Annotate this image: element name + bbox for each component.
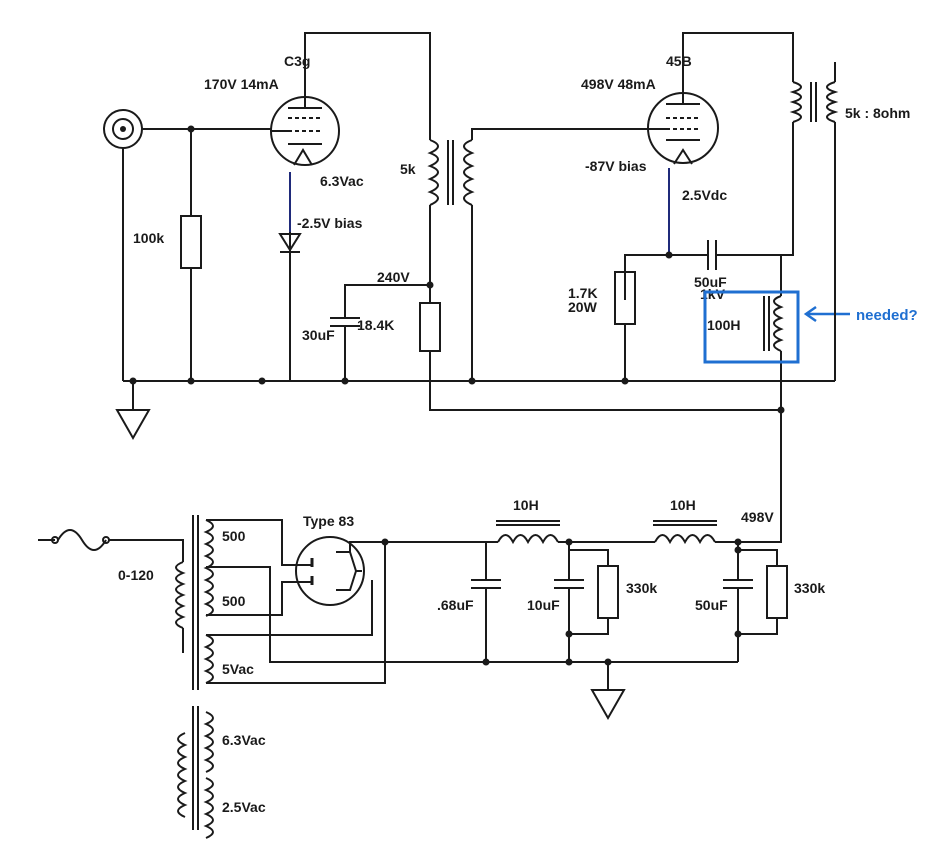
- b-plus-label: 498V: [741, 509, 774, 525]
- interstage-transformer: [427, 128, 652, 381]
- choke-100h-label: 100H: [707, 317, 740, 333]
- rectifier-label: Type 83: [303, 513, 354, 529]
- interstage-label: 5k: [400, 161, 416, 177]
- filter-choke-1: [496, 520, 560, 545]
- highlight-box: [703, 290, 800, 364]
- decoupling-cap-label: 30uF: [302, 327, 335, 343]
- cathode-capacitor: [707, 122, 794, 270]
- cathode-cap-label-1: 50uF: [694, 274, 727, 290]
- bleeder-resistor-2: [738, 549, 788, 635]
- b-node-label: 240V: [377, 269, 410, 285]
- filter-cap-3-label: 50uF: [695, 597, 728, 613]
- c3g-plate-wire: [304, 32, 431, 140]
- c3g-bias-label: -2.5V bias: [297, 215, 363, 231]
- filament-25-label: 2.5Vac: [222, 799, 266, 815]
- filament-transformer: [177, 706, 214, 839]
- ground-symbol-top: [115, 381, 151, 441]
- output-transformer-label: 5k : 8ohm: [845, 105, 910, 121]
- cathode-resistor-label-1: 1.7K: [568, 285, 598, 301]
- annotation-label: needed?: [856, 307, 918, 324]
- filter-cap-2-label: 10uF: [527, 597, 560, 613]
- bleeder-2-label: 330k: [794, 580, 825, 596]
- filter-cap-1: [471, 542, 501, 662]
- 45b-tube: [647, 92, 719, 165]
- bias-diode: [278, 233, 302, 253]
- primary-label: 0-120: [118, 567, 154, 583]
- power-transformer: [175, 515, 214, 690]
- filter-cap-2: [554, 542, 584, 662]
- filter-cap-1-label: .68uF: [437, 597, 474, 613]
- 45b-tube-label: 45B: [666, 53, 692, 69]
- filter-choke-2: [653, 520, 717, 545]
- type-83-rectifier: [295, 536, 365, 606]
- input-jack: [103, 109, 272, 381]
- hv-winding-bottom-label: 500: [222, 593, 246, 609]
- grid-resistor-label: 100k: [133, 230, 164, 246]
- cathode-resistor-label-2: 20W: [568, 299, 598, 315]
- decoupling-capacitor: [330, 284, 430, 381]
- 45b-operating-point: 498V 48mA: [581, 76, 656, 92]
- bleeder-1-label: 330k: [626, 580, 657, 596]
- hv-winding-top-label: 500: [222, 528, 246, 544]
- c3g-heater-label: 6.3Vac: [320, 173, 364, 189]
- c3g-tube: [270, 96, 340, 166]
- 45b-heater-label: 2.5Vdc: [682, 187, 727, 203]
- filament-63-label: 6.3Vac: [222, 732, 266, 748]
- bleeder-resistor-1: [569, 549, 619, 635]
- grid-resistor: [180, 125, 202, 381]
- ground-symbol-bottom: [590, 662, 626, 721]
- filter-cap-3: [723, 542, 753, 662]
- c3g-tube-label: C3g: [284, 53, 310, 69]
- drop-resistor: [419, 302, 441, 352]
- plate-choke-100h: [763, 255, 784, 532]
- annotation-arrow: [803, 305, 850, 323]
- rect-heater-label: 5Vac: [222, 661, 254, 677]
- choke-1-label: 10H: [513, 497, 539, 513]
- choke-2-label: 10H: [670, 497, 696, 513]
- 45b-bias-label: -87V bias: [585, 158, 647, 174]
- c3g-operating-point: 170V 14mA: [204, 76, 279, 92]
- output-transformer: [789, 62, 839, 381]
- drop-resistor-label: 18.4K: [357, 317, 394, 333]
- fuse: [38, 529, 184, 653]
